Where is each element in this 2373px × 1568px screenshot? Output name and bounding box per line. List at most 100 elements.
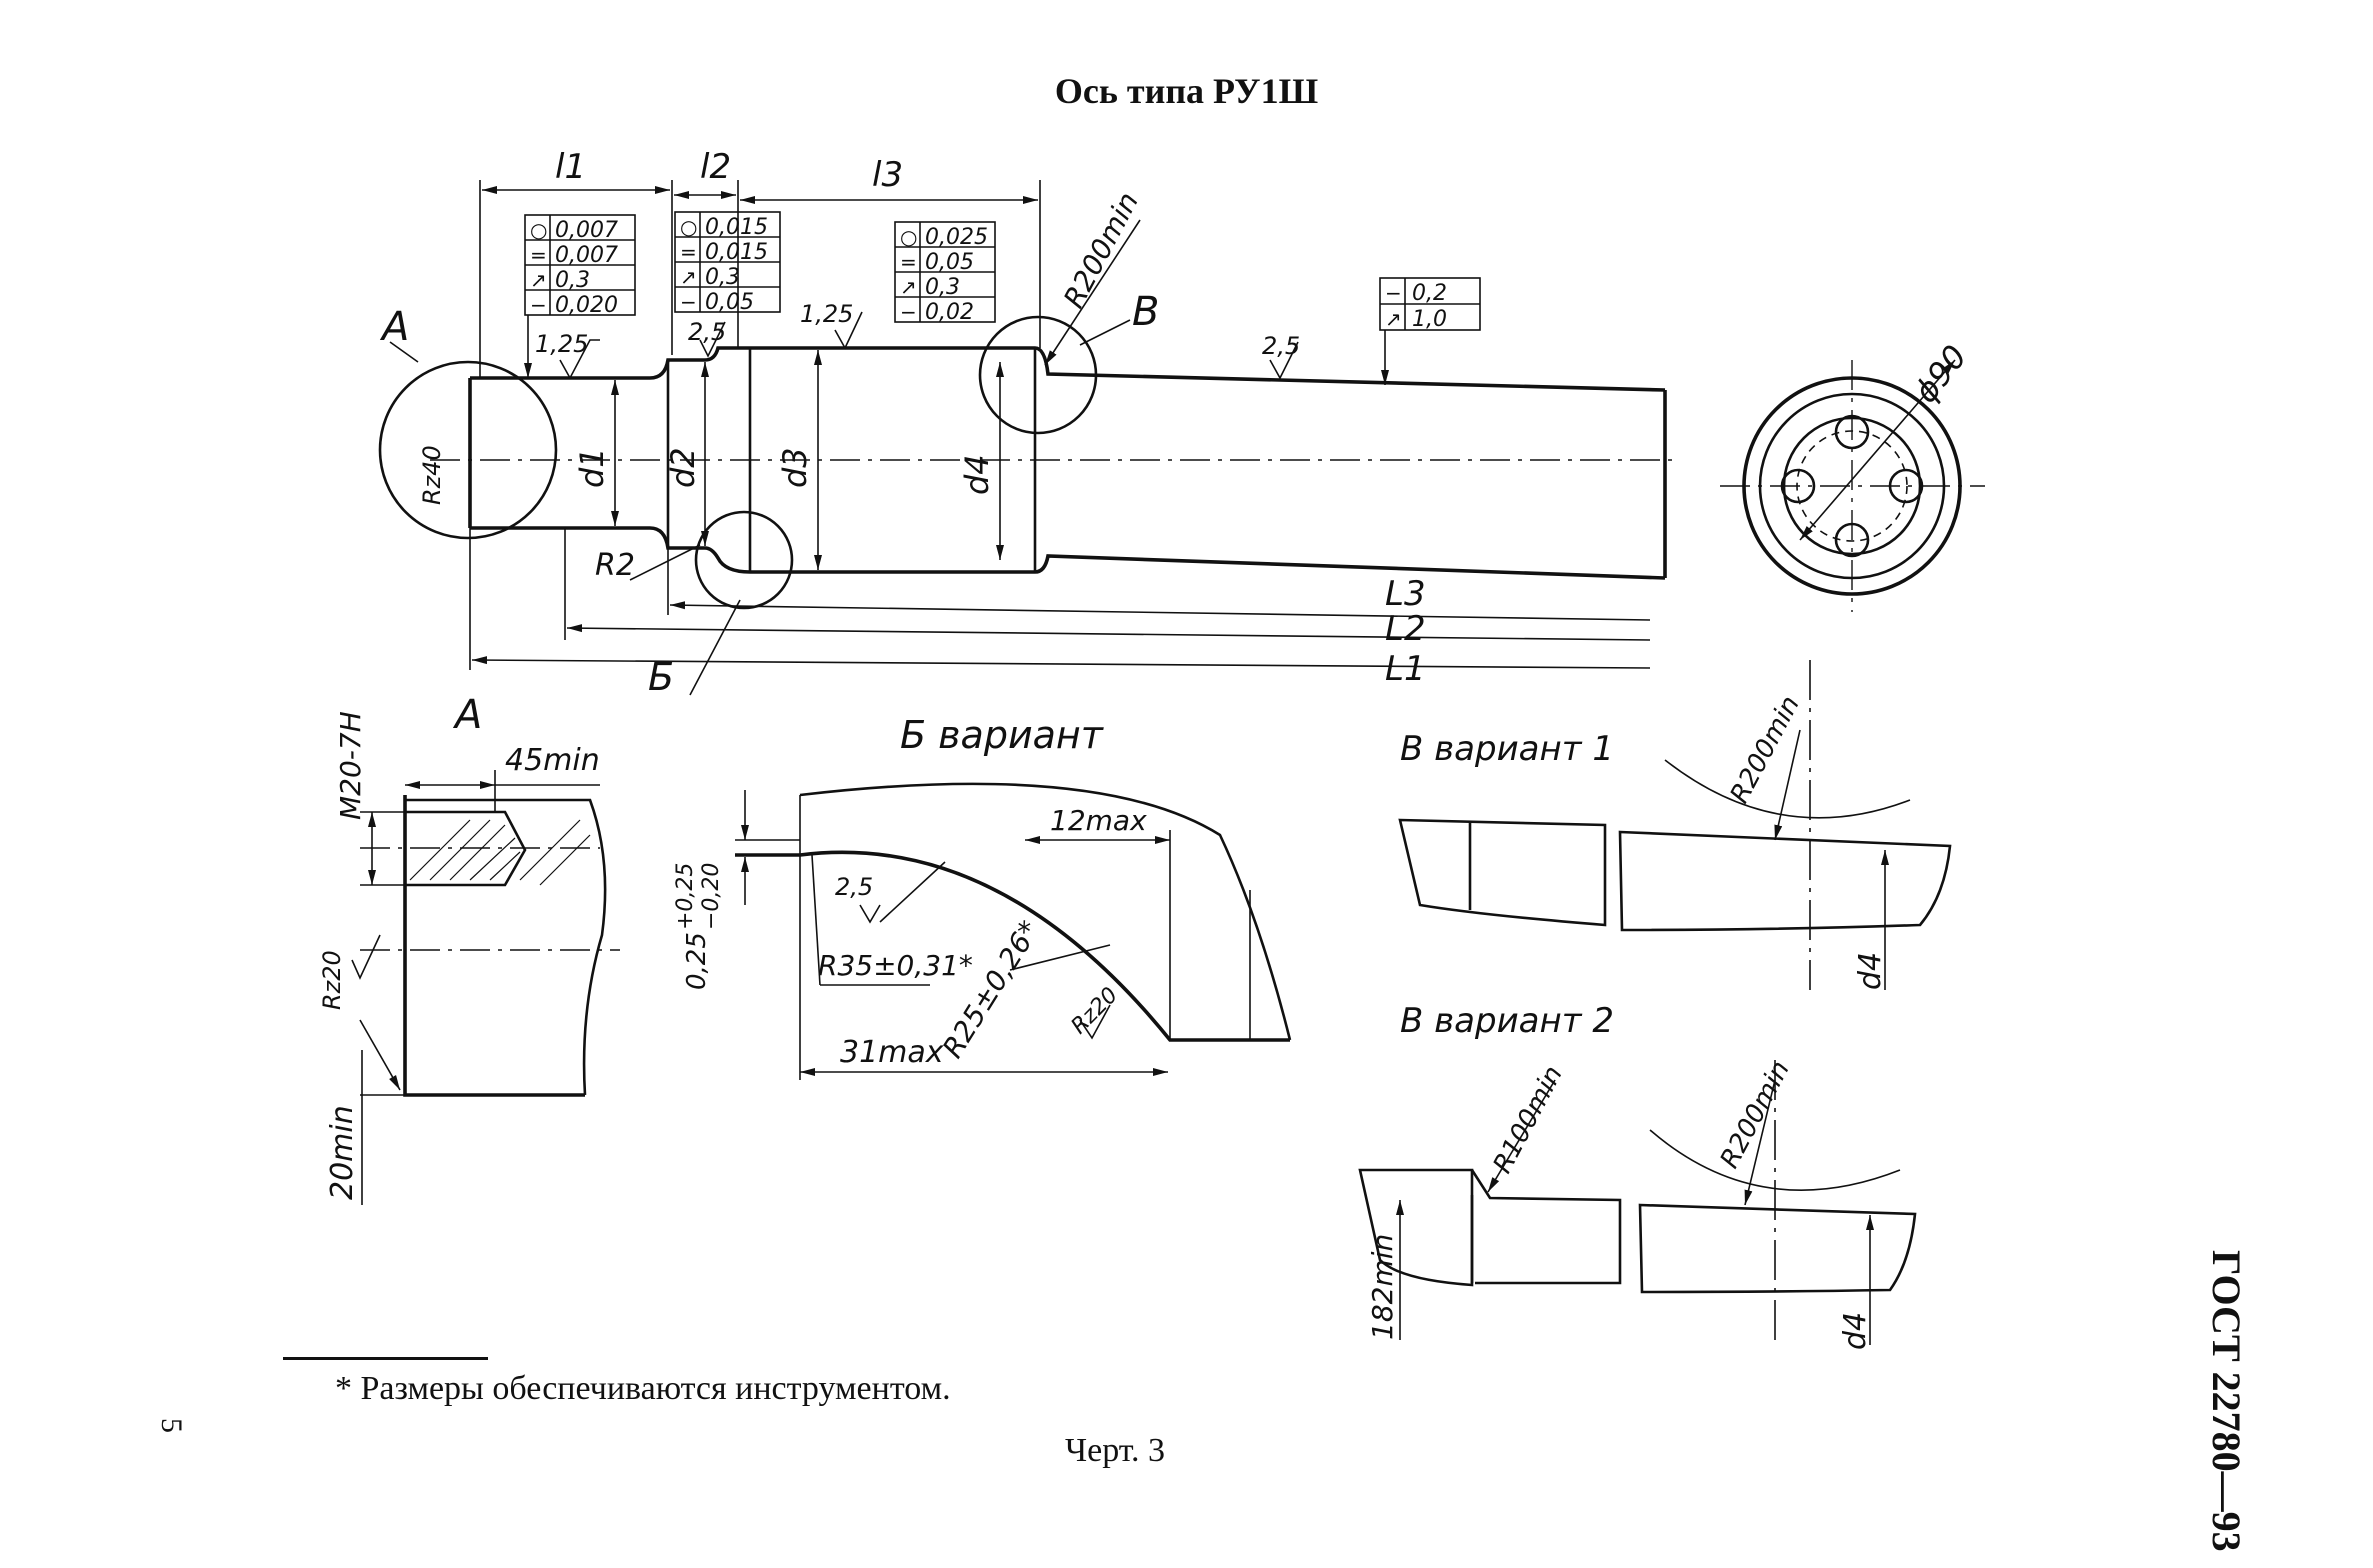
label-thread: M20-7H	[334, 711, 367, 820]
svg-text:0,020: 0,020	[555, 293, 618, 318]
svg-text:○: ○	[680, 215, 697, 239]
detail-v1-view: В вариант 1 R200min d4	[1398, 660, 1952, 990]
marker-a: A	[379, 304, 409, 350]
svg-text:0,3: 0,3	[705, 265, 740, 290]
svg-text:−: −	[900, 300, 917, 324]
footnote-rule	[283, 1357, 488, 1360]
detail-v1-title: В вариант 1	[1400, 729, 1614, 769]
svg-text:1,25: 1,25	[535, 330, 588, 358]
svg-text:−: −	[1385, 281, 1402, 305]
svg-text:2,5: 2,5	[688, 318, 726, 346]
shaft-outline-top	[470, 346, 1666, 392]
label-20min: 20min	[325, 1105, 360, 1200]
tolerance-frame-1: ○ 0,007 = 0,007 ↗ 0,3 − 0,020	[524, 214, 636, 378]
label-r35: R35±0,31*	[818, 949, 973, 982]
label-rz20-b: Rz20	[1067, 983, 1123, 1039]
tolerance-frame-3: ○ 0,025 = 0,05 ↗ 0,3 − 0,02	[894, 221, 996, 325]
svg-text:2,5: 2,5	[1262, 332, 1300, 360]
tolerance-frame-4: − 0,2 ↗ 1,0	[1379, 277, 1481, 385]
svg-text:0,3: 0,3	[925, 275, 960, 300]
detail-v2-view: В вариант 2 R100min R200min 182min d4	[1358, 1001, 1917, 1350]
detail-b-title: Б вариант	[900, 713, 1105, 757]
svg-text:1,25: 1,25	[800, 300, 853, 328]
detail-circle-b	[694, 510, 794, 610]
label-12max: 12max	[1050, 804, 1147, 837]
r200-leader	[1044, 219, 1141, 366]
label-d2: d2	[664, 447, 702, 488]
shaft-outline-bottom	[470, 526, 1666, 580]
label-d4-v1: d4	[1853, 952, 1888, 990]
svg-text:↗: ↗	[1385, 307, 1402, 331]
svg-text:○: ○	[530, 218, 547, 242]
label-r200min-v1: R200min	[1725, 691, 1806, 808]
marker-b: Б	[648, 655, 674, 699]
svg-text:↗: ↗	[530, 268, 547, 292]
svg-text:0,007: 0,007	[555, 218, 618, 243]
label-L3: L3	[1385, 574, 1426, 614]
svg-text:↗: ↗	[680, 265, 697, 289]
svg-text:0,015: 0,015	[705, 240, 768, 265]
detail-circle-a	[378, 360, 558, 540]
svg-text:0,2: 0,2	[1412, 281, 1447, 306]
roughness-symbol-3: 1,25	[800, 300, 863, 350]
standard-id: ГОСТ 22780—93	[2204, 1250, 2249, 1552]
svg-text:=: =	[530, 243, 547, 267]
page-mark: 5	[155, 1418, 188, 1433]
svg-text:0,015: 0,015	[705, 215, 768, 240]
roughness-symbol-4: 2,5	[1262, 332, 1300, 380]
svg-text:−: −	[530, 293, 547, 317]
roughness-symbol-2: 2,5	[688, 318, 726, 358]
label-l2: l2	[700, 147, 731, 187]
label-r200min-v2: R200min	[1715, 1056, 1796, 1173]
svg-text:=: =	[680, 240, 697, 264]
label-45min: 45min	[505, 743, 600, 778]
label-d1: d1	[573, 447, 611, 488]
label-d4: d4	[958, 454, 996, 495]
svg-text:0,007: 0,007	[555, 243, 618, 268]
svg-text:=: =	[900, 250, 917, 274]
label-31max: 31max	[840, 1035, 944, 1070]
detail-a-title: А	[452, 692, 482, 738]
detail-b-view: Б вариант 0,25 +0,25 −0,20 2,5 R35±0,31*…	[673, 713, 1292, 1080]
label-rz40: Rz40	[418, 445, 446, 505]
label-l1: l1	[555, 147, 586, 187]
svg-text:0,025: 0,025	[925, 225, 988, 250]
label-d3: d3	[776, 447, 814, 488]
dim-L3	[669, 601, 1651, 621]
svg-text:0,02: 0,02	[925, 300, 974, 325]
dim-L2	[566, 624, 1651, 641]
label-d4-v2: d4	[1838, 1312, 1873, 1350]
label-roughness-b: 2,5	[835, 873, 873, 901]
label-groove-depth: 0,25	[682, 932, 712, 990]
label-tol-lower: −0,20	[699, 863, 724, 930]
end-view: ϕ90	[1720, 338, 1985, 612]
label-L1: L1	[1385, 649, 1426, 689]
svg-text:0,3: 0,3	[555, 268, 590, 293]
svg-text:1,0: 1,0	[1412, 307, 1447, 332]
svg-text:0,05: 0,05	[925, 250, 974, 275]
label-r100min: R100min	[1488, 1061, 1569, 1178]
svg-text:−: −	[680, 290, 697, 314]
label-tol-upper: +0,25	[673, 863, 698, 930]
footnote: * Размеры обеспечиваются инструментом.	[335, 1370, 951, 1407]
svg-text:○: ○	[900, 225, 917, 249]
label-r25: R25±0,26*	[936, 915, 1046, 1064]
page-title: Ось типа РУ1Ш	[1054, 71, 1319, 111]
detail-v2-title: В вариант 2	[1400, 1001, 1614, 1041]
figure-caption: Черт. 3	[1065, 1432, 1166, 1469]
dim-phi90	[1799, 359, 1956, 541]
tolerance-frame-2: ○ 0,015 = 0,015 ↗ 0,3 − 0,05	[674, 211, 781, 315]
svg-text:0,05: 0,05	[705, 290, 754, 315]
label-182min: 182min	[1366, 1234, 1399, 1340]
roughness-symbol-1: 1,25	[535, 330, 600, 380]
svg-text:↗: ↗	[900, 275, 917, 299]
detail-a-view: А 45min M20-7H Rz20 20min	[318, 692, 620, 1205]
main-shaft-view: l1 l2 l3 d1 d2 d3 d4 L3 L2 L1 A Б В Rz40…	[378, 147, 1680, 699]
dim-L1	[471, 656, 1651, 669]
marker-v: В	[1132, 289, 1159, 335]
label-rz20-a: Rz20	[318, 950, 346, 1010]
label-L2: L2	[1385, 609, 1426, 649]
label-r2: R2	[595, 548, 635, 583]
label-l3: l3	[872, 155, 903, 195]
